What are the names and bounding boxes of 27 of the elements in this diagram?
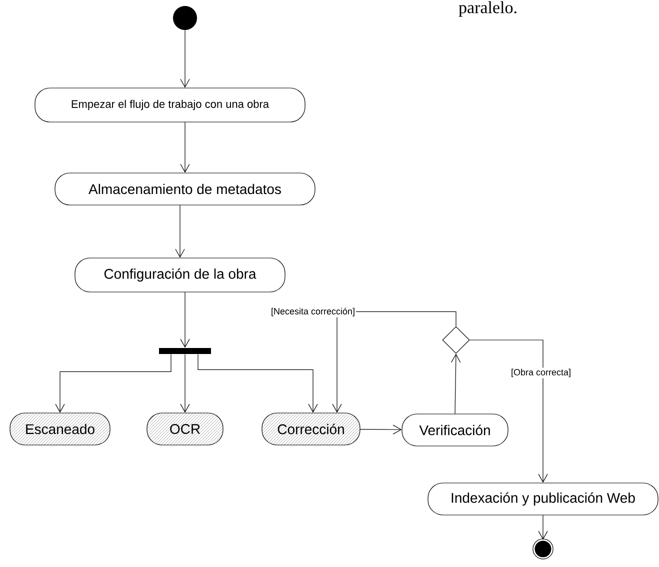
decision-diamond: [442, 326, 470, 354]
arrow: [538, 515, 548, 540]
arrow: [360, 424, 402, 434]
fork-bar: [159, 348, 211, 354]
start-circle: [173, 6, 197, 30]
hatched-activity-box: Escaneado: [10, 412, 110, 446]
activity-box: Empezar el flujo de trabajo con una obra: [34, 88, 306, 122]
caption-text: paralelo.: [458, 1, 516, 17]
arrow: [180, 122, 190, 173]
arrow: [55, 354, 172, 413]
arrow: [470, 340, 548, 483]
arrow: [332, 311, 456, 413]
edge-label: [Necesita corrección]: [270, 306, 356, 318]
arrow: [180, 354, 190, 413]
end-circle: [532, 538, 554, 560]
arrow: [198, 354, 318, 413]
activity-box: Indexación y publicación Web: [428, 482, 658, 516]
activity-box: Configuración de la obra: [74, 258, 286, 292]
hatched-activity-box: OCR: [146, 412, 224, 446]
arrow: [180, 30, 190, 88]
arrow: [175, 205, 185, 258]
hatched-activity-box: Corrección: [262, 412, 360, 446]
activity-box: Almacenamiento de metadatos: [54, 172, 316, 206]
activity-box: Verificación: [402, 414, 508, 446]
arrow: [451, 354, 461, 414]
edge-label: [Obra correcta]: [510, 368, 572, 378]
arrow: [180, 292, 190, 348]
